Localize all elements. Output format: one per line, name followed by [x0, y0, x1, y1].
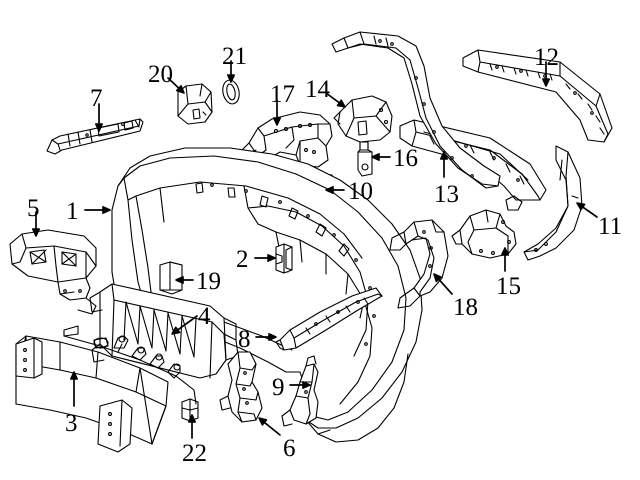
callout-bracket-assembly: 15 — [496, 273, 521, 300]
callout-spacer-block: 19 — [196, 268, 221, 295]
callout-side-bracket-left: 5 — [27, 195, 40, 222]
callout-bumper-clip: 2 — [236, 246, 249, 273]
part-upper-reinforcement — [462, 49, 613, 143]
part-sensor-grommet — [222, 79, 240, 105]
callout-side-rail-right: 11 — [598, 213, 623, 240]
callout-wheel-arch-bracket: 18 — [453, 294, 478, 321]
callout-side-support: 9 — [272, 374, 285, 401]
part-side-rail-right — [523, 145, 583, 261]
part-center-valance-surround — [331, 31, 501, 189]
part-side-support — [281, 355, 319, 427]
part-wiring-clip — [181, 398, 199, 422]
callout-lower-valance-panel: 13 — [434, 181, 459, 208]
part-upper-trim-strip — [46, 118, 144, 155]
part-bumper-clip — [275, 243, 293, 274]
callout-center-bracket: 17 — [270, 81, 295, 108]
callout-leaders — [31, 60, 598, 439]
callout-energy-absorber: 4 — [198, 303, 211, 330]
callout-tow-eye-cover: 10 — [348, 178, 373, 205]
part-lower-bracket — [219, 351, 263, 423]
part-bracket-assembly — [451, 195, 523, 259]
callout-sensor-grommet: 21 — [222, 43, 247, 70]
part-impact-bar — [15, 325, 197, 453]
part-energy-absorber — [89, 283, 239, 379]
callout-rear-bumper-cover: 1 — [66, 198, 79, 225]
callout-upper-reinforcement: 12 — [534, 44, 559, 71]
part-park-assist-sensor — [177, 83, 213, 125]
callout-wiring-clip: 22 — [182, 440, 207, 467]
part-spacer-block — [159, 261, 183, 295]
callout-guide-rail: 8 — [238, 326, 251, 353]
part-bumper-stud — [357, 141, 373, 177]
callout-upper-trim-strip: 7 — [90, 85, 103, 112]
part-side-bracket-left — [9, 229, 97, 315]
callout-park-assist-sensor: 20 — [148, 61, 173, 88]
part-corner-bracket — [333, 95, 393, 143]
callout-lower-bracket: 6 — [283, 435, 296, 462]
part-guide-rail — [275, 287, 383, 351]
callout-bumper-stud: 16 — [393, 145, 418, 172]
callout-corner-bracket: 14 — [305, 76, 330, 103]
callout-impact-bar: 3 — [65, 410, 78, 437]
